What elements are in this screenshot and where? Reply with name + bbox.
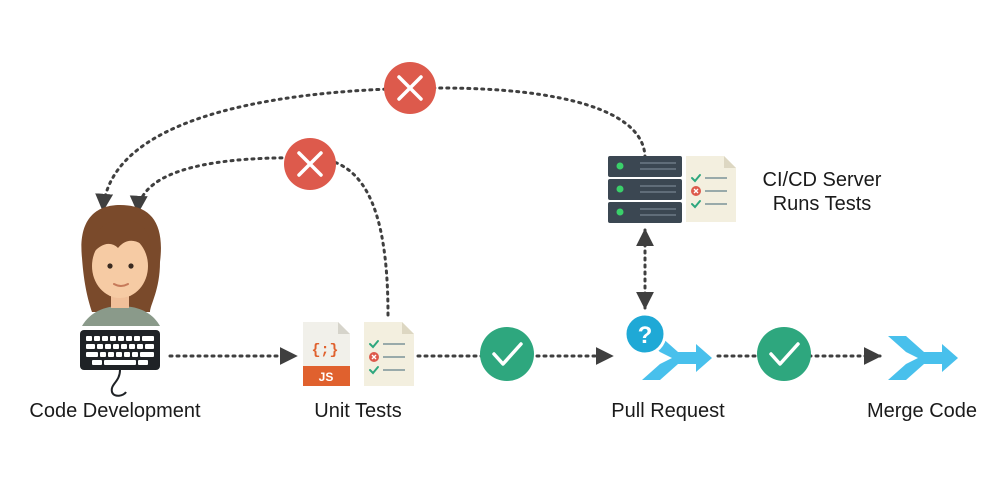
js-badge-text: JS [319,370,334,384]
js-braces-text: {;} [311,342,338,359]
feedback-loop-server [95,86,647,212]
merge-arrow-icon [888,336,958,380]
server-label: CI/CD Server Runs Tests [752,168,892,216]
unit-tests-label: Unit Tests [314,400,402,422]
fail-x-icon [284,138,336,190]
pass-check-icon [480,327,534,381]
connectors [95,86,882,365]
server-label-line1: CI/CD Server [762,169,882,191]
question-mark-text: ? [638,322,653,349]
pull-request-label: Pull Request [611,400,725,422]
checklist-doc-icon [364,322,414,386]
keyboard-icon [80,330,160,397]
server-icon [608,156,682,223]
question-icon: ? [623,312,667,356]
server-label-line2: Runs Tests [772,193,872,215]
fail-x-icon [384,62,436,114]
js-file-icon: {;} JS [303,322,350,386]
developer-avatar [81,205,161,326]
code-development-label: Code Development [29,400,201,422]
pass-check-icon [757,327,811,381]
checklist-doc-icon [686,156,736,222]
feedback-loop-unit-tests [129,156,390,317]
merge-code-label: Merge Code [866,400,978,422]
